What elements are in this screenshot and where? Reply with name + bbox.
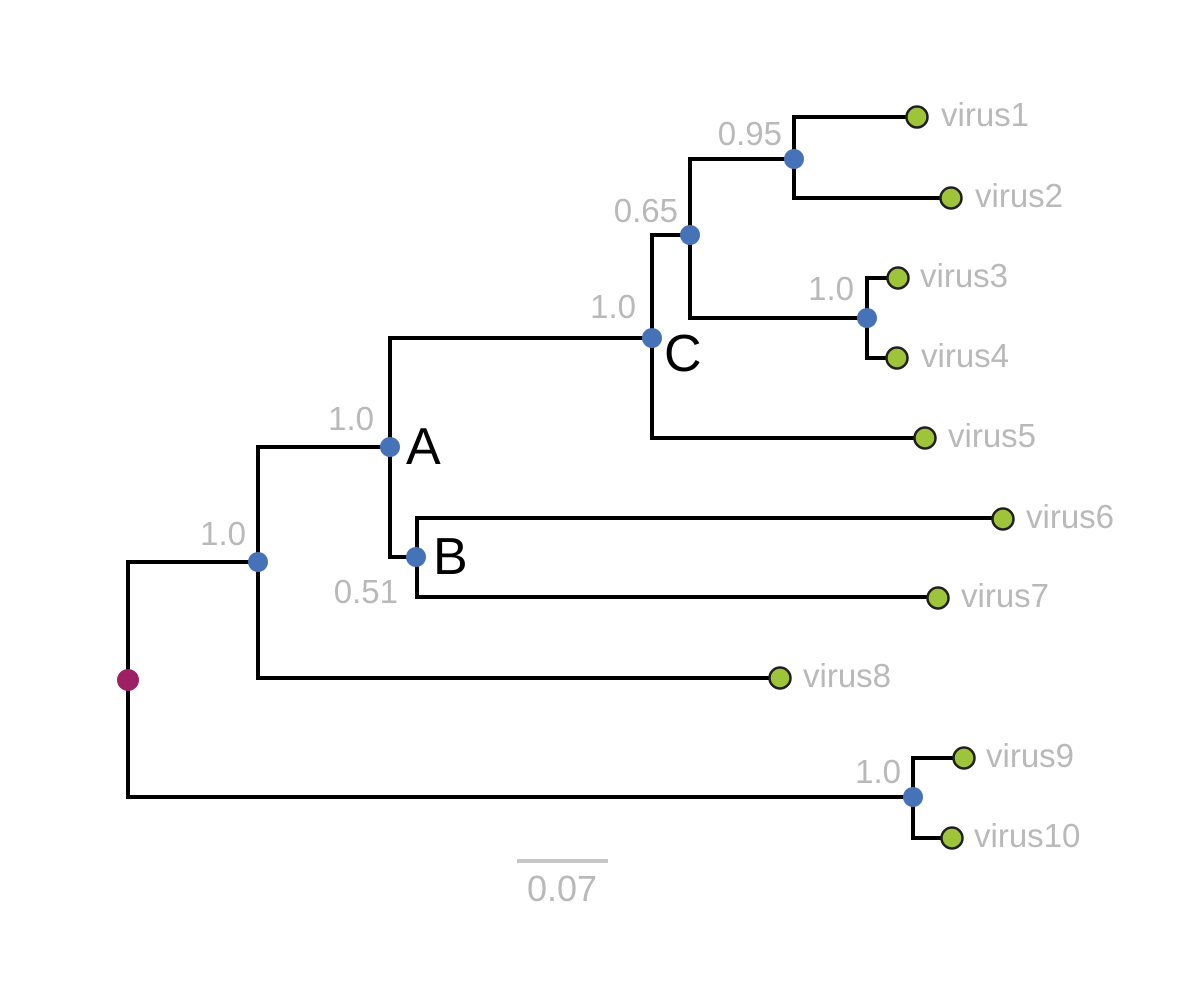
- support-virus3-virus4: 1.0: [808, 270, 854, 307]
- tip-node-virus6: [991, 507, 1015, 531]
- scale-bar-label: 0.07: [527, 868, 597, 909]
- support-clade-A: 1.0: [328, 400, 374, 437]
- tip-node-virus7: [926, 586, 950, 610]
- support-virus1-virus2: 0.95: [718, 115, 782, 152]
- internal-node-virus1-virus8: [248, 552, 268, 572]
- tip-node-virus10: [940, 826, 964, 850]
- tip-label-virus8: virus8: [803, 657, 891, 694]
- tip-nodes: [768, 105, 1015, 850]
- clade-letter-B: B: [433, 528, 468, 586]
- tip-node-virus4: [885, 346, 909, 370]
- branches: [126, 115, 1003, 840]
- scale-bar-group: 0.07: [517, 859, 608, 909]
- branch-virus1-virus8: [256, 445, 780, 680]
- tip-node-virus2: [939, 186, 963, 210]
- internal-node-virus9-virus10: [903, 787, 923, 807]
- internal-node-clade-C: [642, 328, 662, 348]
- tip-node-virus9: [952, 746, 976, 770]
- internal-node-clade-A: [380, 437, 400, 457]
- support-virus9-virus10: 1.0: [855, 753, 901, 790]
- tip-labels: virus1 virus2 virus3 virus4 virus5 virus…: [803, 96, 1114, 854]
- tip-label-virus7: virus7: [961, 577, 1049, 614]
- internal-nodes: [248, 149, 923, 807]
- root-node: [117, 669, 139, 691]
- branch-virus1-virus2: [792, 115, 951, 200]
- internal-node-virus3-virus4: [857, 308, 877, 328]
- support-labels: 0.95 0.65 1.0 1.0 1.0 0.51 1.0 1.0: [200, 115, 901, 790]
- support-virus1-virus4: 0.65: [614, 192, 678, 229]
- tip-label-virus5: virus5: [948, 417, 1036, 454]
- support-clade-C: 1.0: [590, 288, 636, 325]
- internal-node-virus1-virus4: [680, 225, 700, 245]
- tip-label-virus2: virus2: [975, 177, 1063, 214]
- clade-letter-C: C: [664, 325, 702, 383]
- internal-node-clade-B: [406, 547, 426, 567]
- branch-clade-B: [415, 516, 1003, 599]
- tip-label-virus3: virus3: [920, 257, 1008, 294]
- tip-node-virus8: [768, 666, 792, 690]
- tip-node-virus5: [913, 426, 937, 450]
- clade-letters: A B C: [406, 325, 702, 586]
- tip-label-virus9: virus9: [986, 737, 1074, 774]
- internal-node-virus1-virus2: [784, 149, 804, 169]
- tip-node-virus3: [886, 266, 910, 290]
- tip-label-virus4: virus4: [921, 337, 1009, 374]
- tip-label-virus10: virus10: [974, 817, 1080, 854]
- tip-label-virus1: virus1: [941, 96, 1029, 133]
- tip-node-virus1: [905, 105, 929, 129]
- support-clade-B: 0.51: [334, 573, 398, 610]
- tip-label-virus6: virus6: [1026, 498, 1114, 535]
- clade-letter-A: A: [406, 418, 441, 476]
- support-virus1-virus8: 1.0: [200, 515, 246, 552]
